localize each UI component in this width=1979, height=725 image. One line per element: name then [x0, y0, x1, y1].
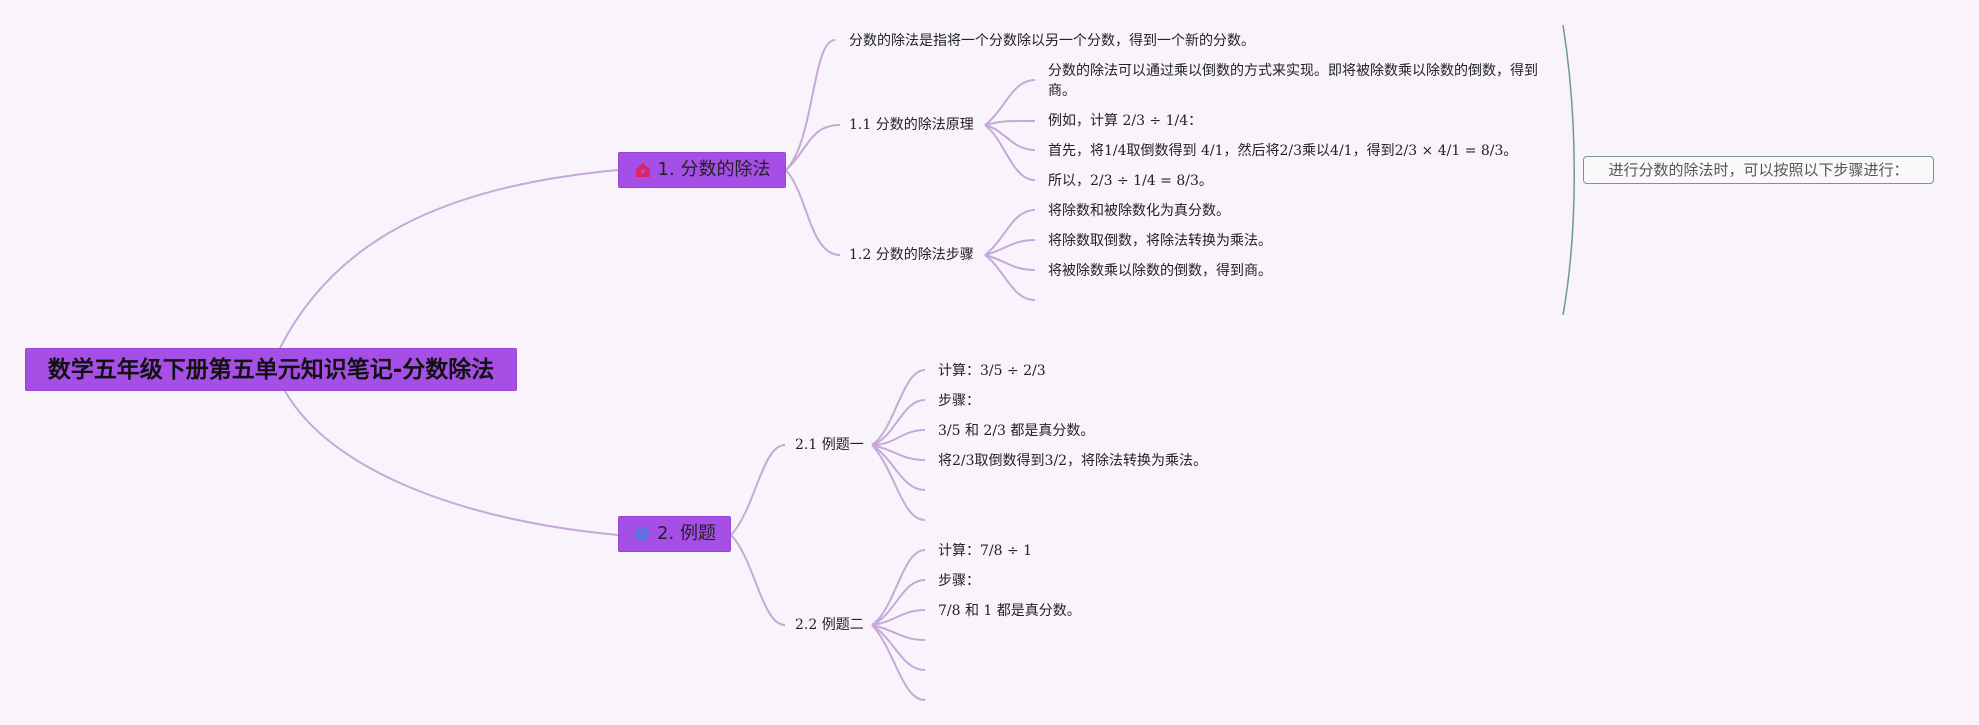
- list-item[interactable]: 步骤：: [938, 573, 980, 589]
- section2-node[interactable]: 2. 例题: [618, 516, 731, 552]
- section1-node[interactable]: 1. 分数的除法: [618, 152, 786, 188]
- list-item[interactable]: 将2/3取倒数得到3/2，将除法转换为乘法。: [938, 453, 1208, 469]
- list-item[interactable]: 例如，计算 2/3 ÷ 1/4：: [1048, 113, 1203, 129]
- connector-s1-sub2: [785, 169, 841, 256]
- list-item[interactable]: 首先，将1/4取倒数得到 4/1，然后将2/3乘以4/1，得到2/3 × 4/1…: [1048, 143, 1518, 159]
- list-item[interactable]: 将除数和被除数化为真分数。: [1048, 203, 1230, 219]
- connector-root-section2: [284, 390, 619, 536]
- list-item[interactable]: 3/5 和 2/3 都是真分数。: [938, 423, 1095, 439]
- list-item[interactable]: 7/8 和 1 都是真分数。: [938, 603, 1081, 619]
- list-item[interactable]: 将除数取倒数，将除法转换为乘法。: [1048, 233, 1272, 249]
- root-node[interactable]: 数学五年级下册第五单元知识笔记-分数除法: [25, 348, 517, 391]
- list-item[interactable]: 计算：3/5 ÷ 2/3: [938, 363, 1046, 379]
- subtopic-1-2[interactable]: 1.2 分数的除法步骤: [849, 247, 974, 263]
- connector-s1-intro: [785, 39, 836, 171]
- subtopic-1-1[interactable]: 1.1 分数的除法原理: [849, 117, 974, 133]
- connector-root-section1: [279, 169, 619, 349]
- section1-intro[interactable]: 分数的除法是指将一个分数除以另一个分数，得到一个新的分数。: [849, 33, 1255, 49]
- connector-s1-sub1: [785, 124, 841, 171]
- summary-bracket: [1562, 24, 1575, 316]
- subtopic-2-1[interactable]: 2.1 例题一: [795, 437, 864, 453]
- connector-s2-sub2: [730, 534, 786, 626]
- home-icon: [635, 163, 650, 177]
- list-item[interactable]: 计算：7/8 ÷ 1: [938, 543, 1033, 559]
- gear-icon: [634, 526, 650, 542]
- list-item[interactable]: 将被除数乘以除数的倒数，得到商。: [1048, 263, 1272, 279]
- subtopic-2-2[interactable]: 2.2 例题二: [795, 617, 864, 633]
- section2-label: 2. 例题: [657, 523, 716, 544]
- section1-label: 1. 分数的除法: [657, 159, 771, 180]
- list-item[interactable]: 所以，2/3 ÷ 1/4 = 8/3。: [1048, 173, 1213, 189]
- list-item[interactable]: 步骤：: [938, 393, 980, 409]
- connector-s2-sub1: [730, 444, 786, 536]
- list-item[interactable]: 分数的除法可以通过乘以倒数的方式来实现。即将被除数乘以除数的倒数，得到商。: [1048, 63, 1538, 99]
- summary-note[interactable]: 进行分数的除法时，可以按照以下步骤进行：: [1583, 156, 1934, 184]
